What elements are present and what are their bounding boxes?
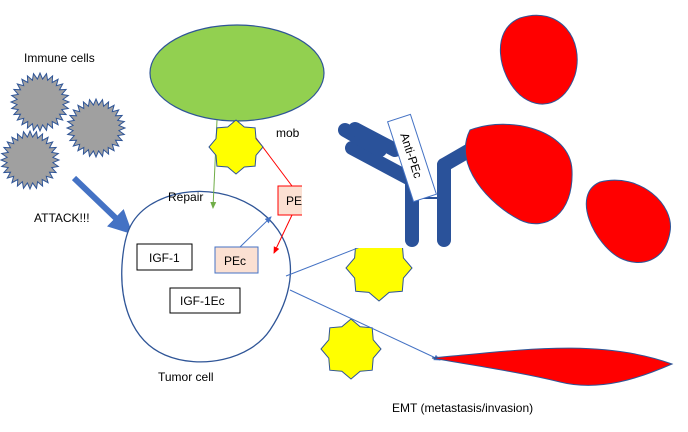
green-cell <box>149 24 325 122</box>
igf1-box <box>136 243 193 271</box>
yellow-star <box>320 318 382 380</box>
immune-cells-label: Immune cells <box>24 51 95 65</box>
tumor-cell-label: Tumor cell <box>158 370 214 384</box>
red-cell-right <box>585 179 671 263</box>
attack-arrow <box>71 175 133 235</box>
immune-cells-group <box>0 71 127 191</box>
emt-arrow <box>289 289 441 361</box>
igf1ec-box <box>169 287 241 314</box>
red-cell-middle <box>464 123 573 225</box>
immune-cell <box>0 129 61 191</box>
tumor-cell <box>121 190 292 363</box>
repair-label: Repair <box>168 190 203 204</box>
yellow-star <box>345 234 413 302</box>
pec-inner-box <box>214 246 259 274</box>
yellow-stars-group <box>208 119 413 380</box>
attack-label: ATTACK!!! <box>34 211 90 225</box>
pec-export-arrow <box>239 216 272 248</box>
yellow-star <box>208 119 264 175</box>
pec-inner-label: PEc <box>224 254 246 268</box>
red-cell-top <box>499 14 578 105</box>
igf1-label: IGF-1 <box>149 251 180 265</box>
immune-cell <box>9 71 71 133</box>
igf1ec-label: IGF-1Ec <box>180 294 225 308</box>
mobilization-label: mob <box>276 126 300 140</box>
red-spindle-cell <box>431 347 674 386</box>
pec-to-tumor-arrow <box>273 214 293 254</box>
anti-pec-label-box: Anti-PEc <box>386 113 438 203</box>
emt-label: EMT (metastasis/invasion) <box>392 401 533 415</box>
immune-cell <box>65 97 127 159</box>
